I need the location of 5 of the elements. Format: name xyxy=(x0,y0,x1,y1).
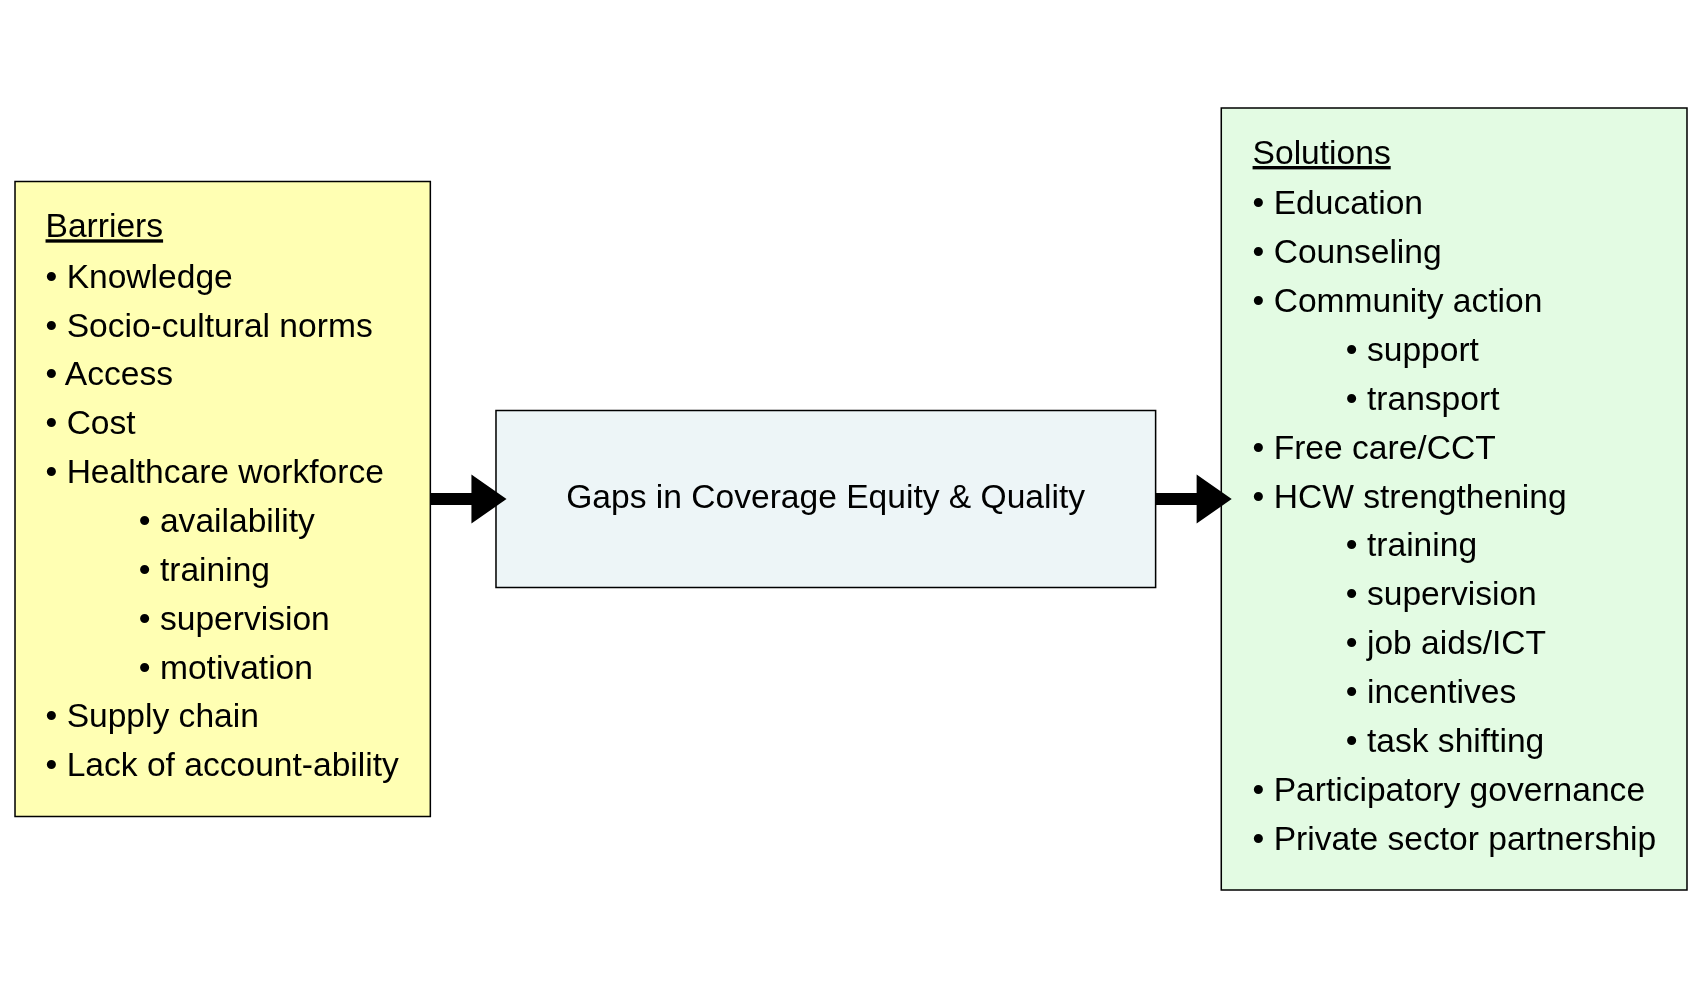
node-box: Gaps in Coverage Equity & Quality xyxy=(495,409,1157,588)
node-box: Solutions • Education • Counseling • Community action • support • transport • Free care/CCT • HCW strengthening • training • supervision • job aids/ICT • incentives • task shifting • Participatory governance • Private sector partnership xyxy=(1220,106,1688,891)
node-box: Barriers • Knowledge • Socio-cultural norms • Access • Cost • Healthcare workforce • availability • training • supervision • motivation • Supply chain • Lack of account-ability xyxy=(14,180,432,817)
arrow xyxy=(430,473,507,524)
arrow xyxy=(1156,473,1232,524)
